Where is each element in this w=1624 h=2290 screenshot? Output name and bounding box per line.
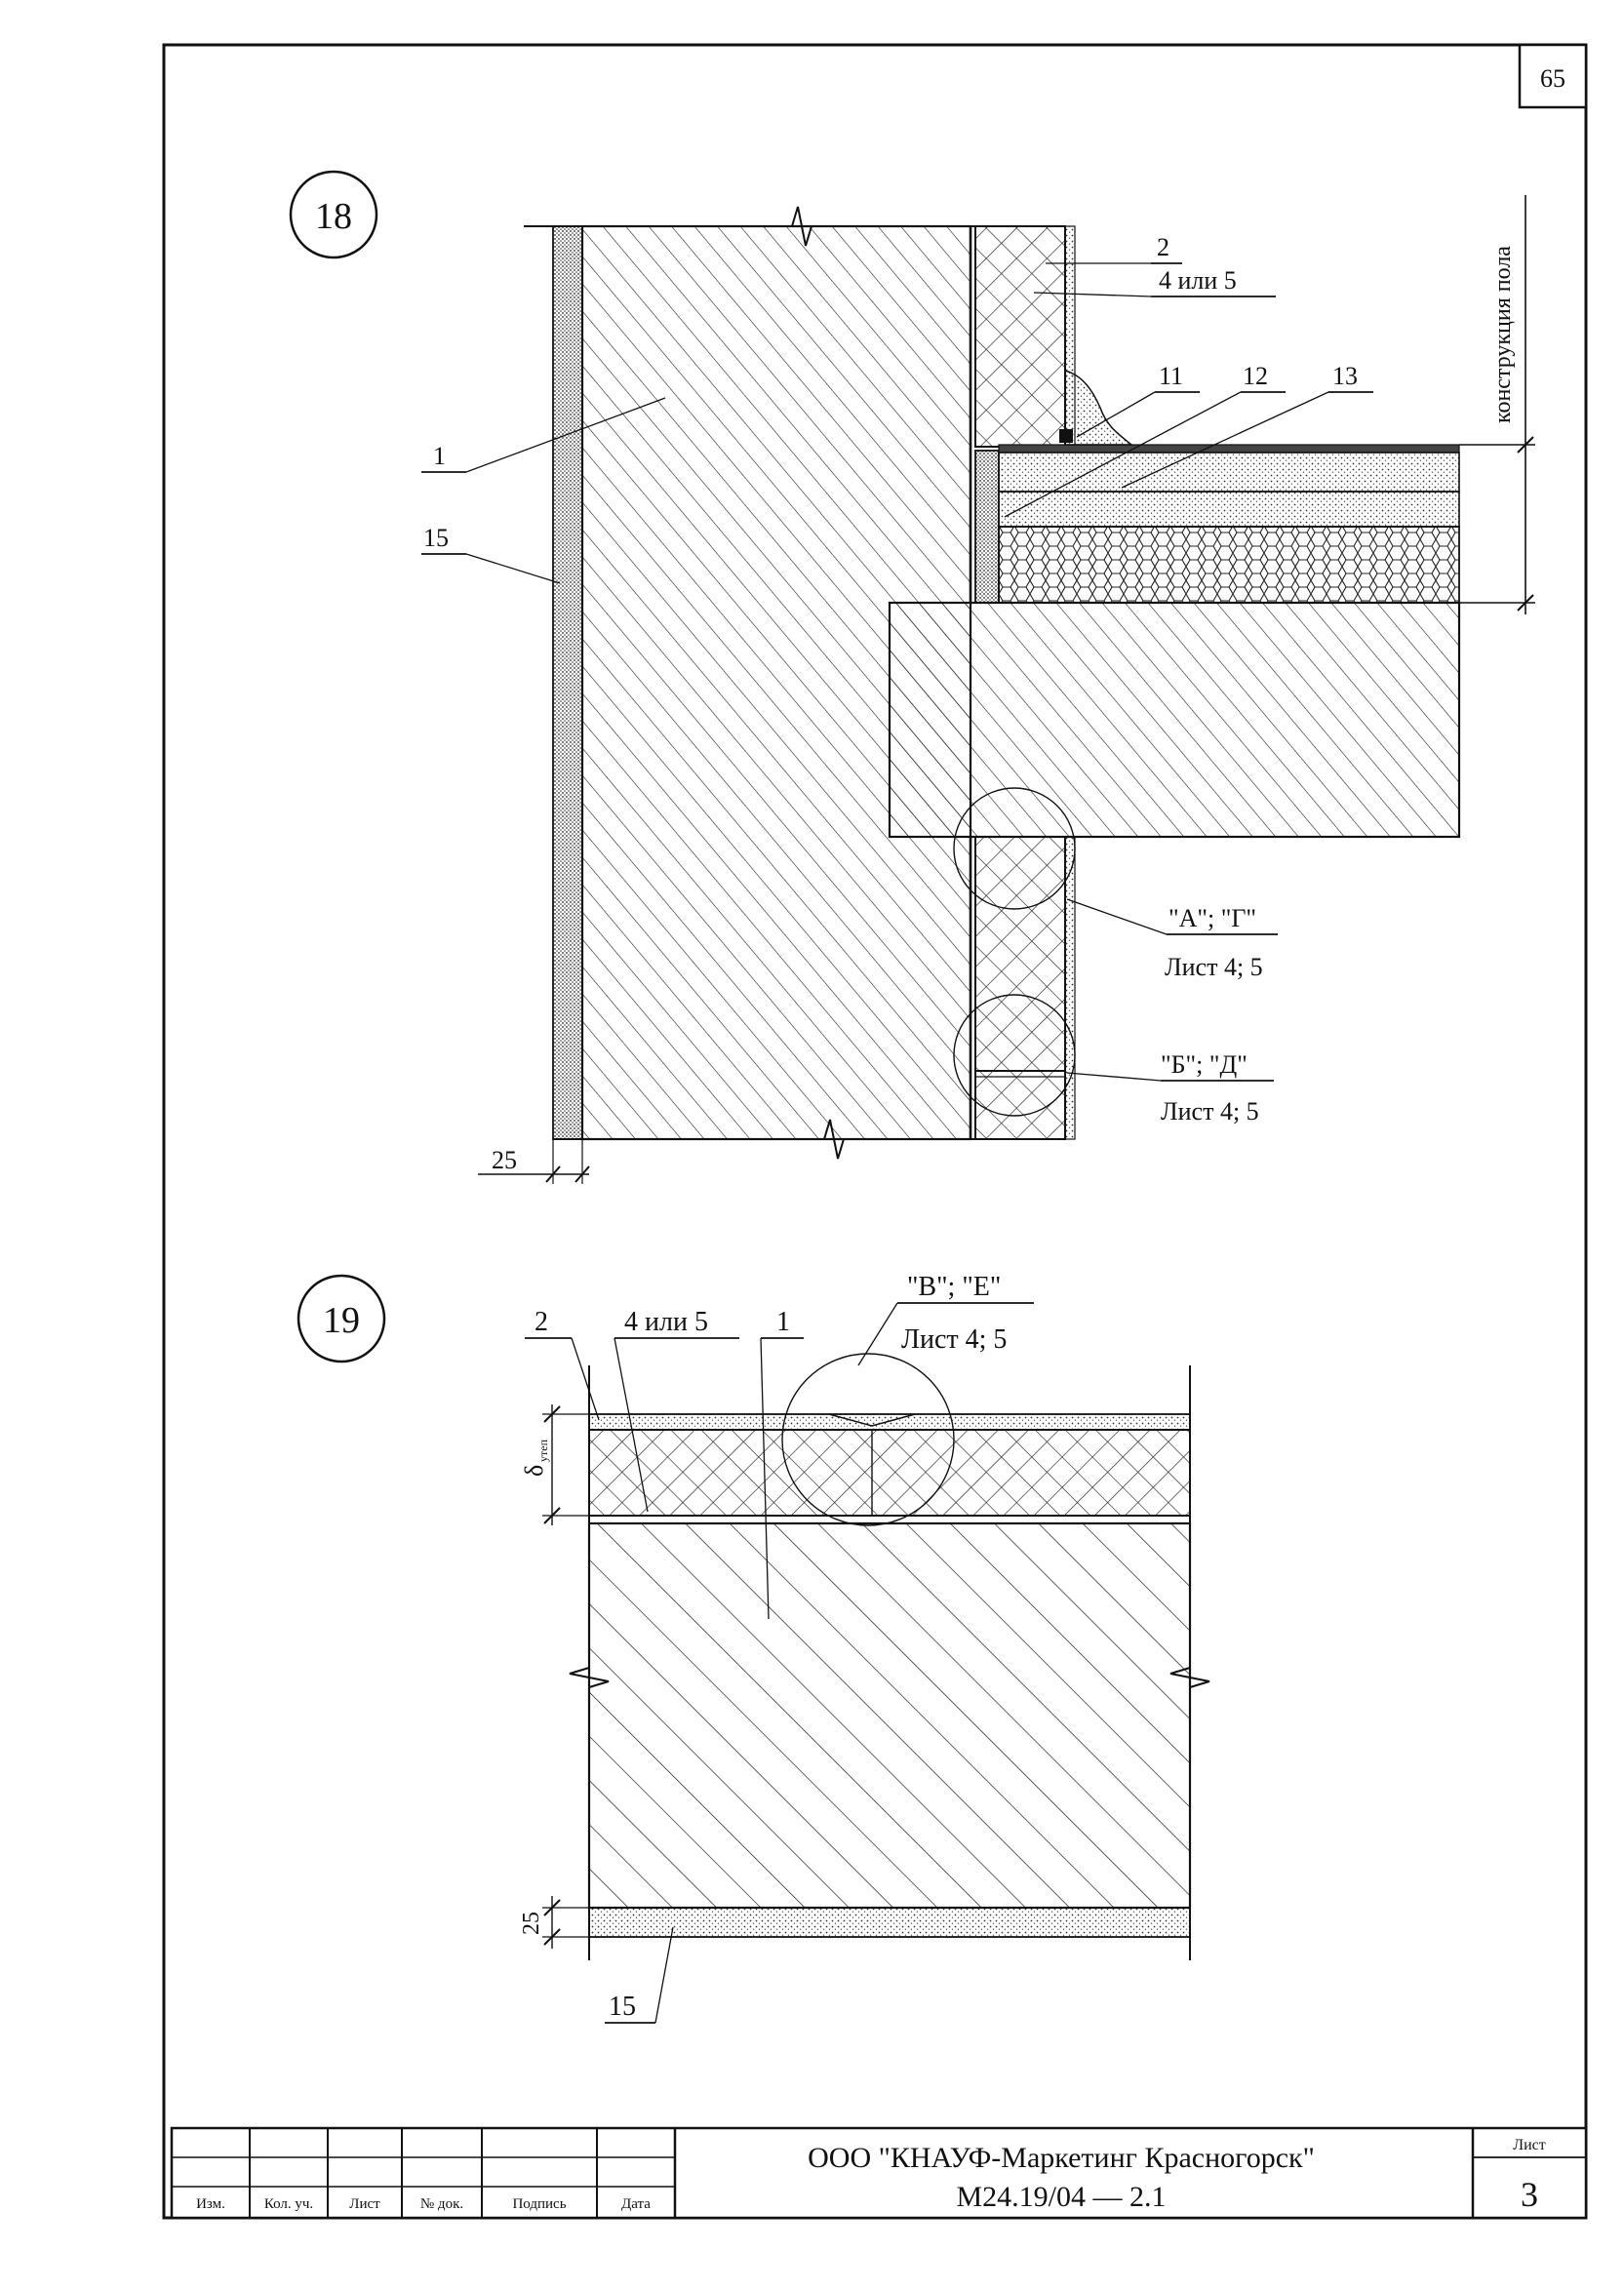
detail-18-labels: 2 4 или 5 11 12 13 1 15 <box>421 233 1373 1184</box>
label-1-19: 1 <box>776 1307 790 1337</box>
lower-insulation <box>974 836 1066 1140</box>
detail-19: 19 2 4 или 5 1 <box>297 1272 1210 2024</box>
sealant-joint <box>1064 370 1134 446</box>
floor-slab <box>888 601 1461 839</box>
label-15: 15 <box>423 524 449 552</box>
break-line-top <box>524 206 975 247</box>
dim-25-detail18: 25 <box>492 1146 517 1174</box>
callout-circle-ag <box>953 787 1076 910</box>
floor-construction-dimension: конструкция пола <box>1459 195 1535 614</box>
floor-construction-label: конструкция пола <box>1490 246 1516 423</box>
detail-19-marker <box>297 1274 386 1363</box>
col-signature: Подпись <box>512 2196 566 2212</box>
detail-18-marker <box>289 170 378 259</box>
delta-subscript: утеп <box>536 1439 550 1462</box>
sheet-label: Лист <box>1513 2137 1546 2153</box>
callout-circle-bd <box>953 994 1076 1117</box>
col-kol-uch: Кол. уч. <box>264 2196 313 2212</box>
ref-ve: "В"; "Е" <box>907 1272 1001 1302</box>
floor-finish-13 <box>998 444 1460 454</box>
label-15-19: 15 <box>609 1992 636 2022</box>
insulation-layer <box>588 1429 1191 1517</box>
floor-screed-12 <box>998 452 1460 493</box>
plaster-layer-15-19 <box>588 1907 1191 1938</box>
ref-ve-sheet: Лист 4; 5 <box>901 1324 1007 1355</box>
sheet-number: 3 <box>1521 2175 1538 2214</box>
lower-facade-layer <box>1064 836 1076 1140</box>
page-number-box: 65 <box>1518 43 1588 109</box>
wall-concrete-19 <box>587 1521 1192 1910</box>
col-izm: Изм. <box>196 2196 225 2212</box>
detail-18: 18 <box>289 170 1535 1184</box>
break-mark-left <box>569 1365 610 1960</box>
label-2-19: 2 <box>535 1307 548 1337</box>
col-doc-num: № док. <box>420 2196 463 2212</box>
callout-circle-ve <box>781 1353 955 1526</box>
col-list: Лист <box>349 2196 380 2212</box>
edge-insulation-strip <box>974 450 1000 604</box>
detail-19-labels: 2 4 или 5 1 "В"; "Е" Лист 4; 5 δ утеп <box>519 1272 1034 2024</box>
page-number: 65 <box>1540 64 1565 93</box>
detail-18-number: 18 <box>315 196 352 237</box>
label-4-or-5-19: 4 или 5 <box>624 1307 708 1337</box>
facade-layer <box>588 1413 1191 1431</box>
floor-layer-11 <box>998 491 1460 528</box>
label-1: 1 <box>433 442 446 470</box>
plaster-layer-15 <box>552 225 583 1140</box>
dim-25-detail19: 25 <box>519 1912 544 1935</box>
label-13: 13 <box>1332 362 1358 390</box>
title-block: Изм. Кол. уч. Лист № док. Подпись Дата О… <box>170 2126 1588 2220</box>
delta-symbol: δ <box>520 1465 548 1477</box>
ref-ag-sheet: Лист 4; 5 <box>1165 953 1263 981</box>
detail-19-number: 19 <box>323 1300 360 1341</box>
ref-bd: "Б"; "Д" <box>1161 1050 1248 1079</box>
ref-ag: "А"; "Г" <box>1168 904 1256 932</box>
label-2: 2 <box>1157 233 1169 261</box>
col-date: Дата <box>621 2196 651 2212</box>
break-line-bottom <box>553 1119 1065 1160</box>
break-mark-right <box>1169 1365 1210 1960</box>
label-11: 11 <box>1159 362 1183 390</box>
floor-insulation <box>998 526 1460 604</box>
label-4-or-5: 4 или 5 <box>1159 266 1237 295</box>
label-12: 12 <box>1243 362 1268 390</box>
document-code: М24.19/04 — 2.1 <box>956 2181 1166 2213</box>
upper-insulation <box>974 225 1066 448</box>
ref-bd-sheet: Лист 4; 5 <box>1161 1097 1259 1125</box>
organization-name: ООО "КНАУФ-Маркетинг Красногорск" <box>808 2142 1315 2174</box>
